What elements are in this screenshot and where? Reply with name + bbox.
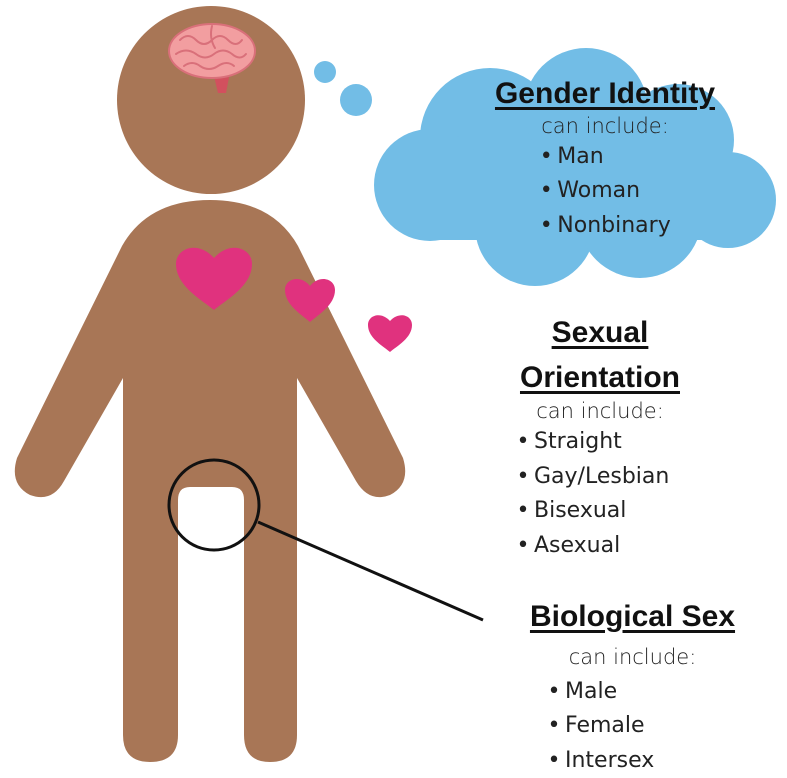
- list-item: Nonbinary: [539, 209, 670, 244]
- list-item: Woman: [539, 174, 670, 209]
- gender-identity-block: Gender Identity can include: Man Woman N…: [470, 77, 740, 243]
- list-item: Straight: [516, 425, 720, 460]
- gender-identity-subtitle: can include:: [470, 114, 740, 138]
- biological-sex-title: Biological Sex: [505, 600, 760, 635]
- list-item: Bisexual: [516, 494, 720, 529]
- list-item: Intersex: [547, 744, 760, 778]
- list-item: Asexual: [516, 529, 720, 564]
- sexual-orientation-list: Straight Gay/Lesbian Bisexual Asexual: [516, 425, 720, 563]
- sexual-orientation-title-line1: Sexual: [480, 316, 720, 351]
- person-silhouette: [15, 6, 405, 766]
- list-item: Man: [539, 140, 670, 175]
- leg-gap: [202, 490, 226, 766]
- gender-identity-list: Man Woman Nonbinary: [539, 140, 670, 244]
- biological-sex-block: Biological Sex can include: Male Female …: [505, 600, 760, 778]
- biological-sex-subtitle: can include:: [505, 645, 760, 669]
- list-item: Gay/Lesbian: [516, 460, 720, 495]
- list-item: Male: [547, 675, 760, 710]
- sexual-orientation-title-line2: Orientation: [480, 361, 720, 396]
- gender-identity-title: Gender Identity: [470, 77, 740, 112]
- list-item: Female: [547, 709, 760, 744]
- sexual-orientation-block: Sexual Orientation can include: Straight…: [480, 316, 720, 563]
- biological-sex-list: Male Female Intersex: [547, 675, 760, 778]
- sexual-orientation-subtitle: can include:: [480, 399, 720, 423]
